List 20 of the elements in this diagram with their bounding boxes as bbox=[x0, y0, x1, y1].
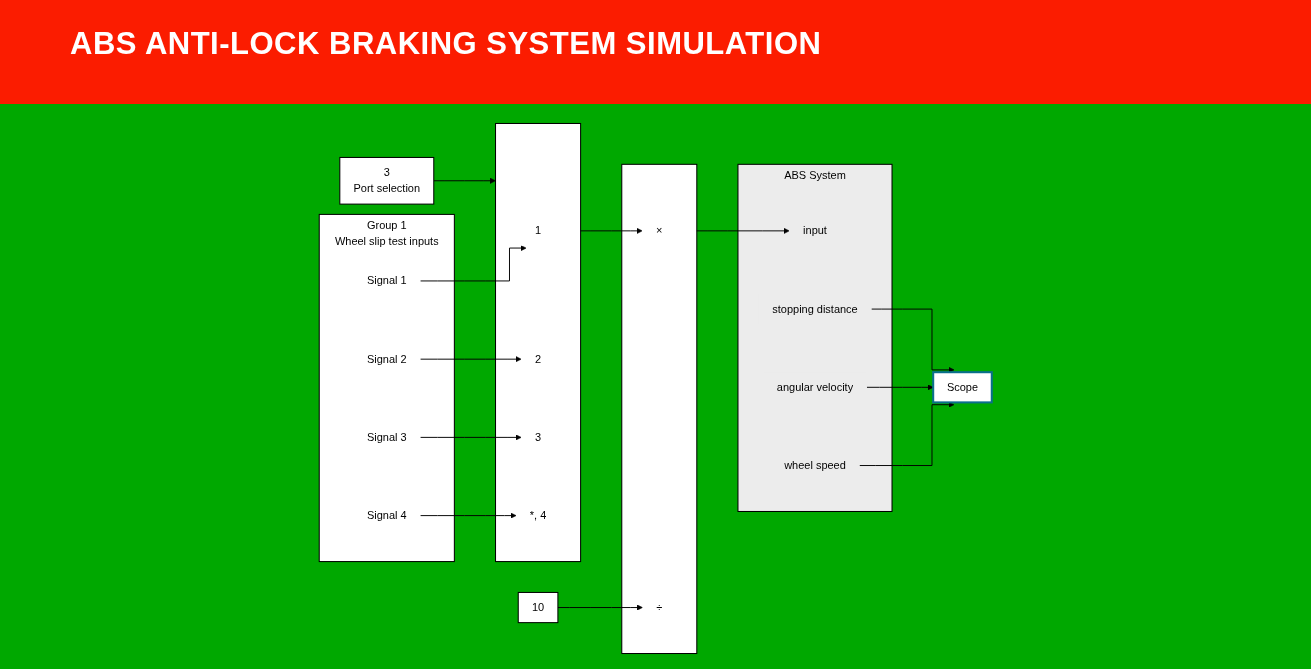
node-text: *, 4 bbox=[529, 509, 547, 522]
node-text: Signal 2 bbox=[366, 352, 407, 365]
node-text: 2 bbox=[535, 352, 542, 365]
node-text: wheel speed bbox=[784, 459, 846, 472]
diagram-title: ABS ANTI-LOCK BRAKING SYSTEM SIMULATION bbox=[70, 26, 822, 62]
node-text: Signal 1 bbox=[366, 274, 407, 287]
cluster bbox=[495, 122, 582, 563]
node-text: angular velocity bbox=[776, 381, 854, 393]
node-text: Signal 3 bbox=[366, 431, 407, 443]
cluster bbox=[621, 163, 698, 655]
node-text: 1 bbox=[535, 224, 542, 237]
node-box: 10 bbox=[517, 591, 559, 624]
node-text: Signal 4 bbox=[366, 509, 407, 522]
node-text: input bbox=[803, 224, 827, 237]
node-text: × bbox=[656, 224, 663, 237]
node-box: Scope bbox=[932, 371, 993, 404]
node-text: ÷ bbox=[656, 601, 663, 614]
node-box: 3 Port selection bbox=[339, 156, 435, 205]
node-text: 3 bbox=[535, 431, 542, 443]
node-text: stopping distance bbox=[772, 302, 858, 315]
